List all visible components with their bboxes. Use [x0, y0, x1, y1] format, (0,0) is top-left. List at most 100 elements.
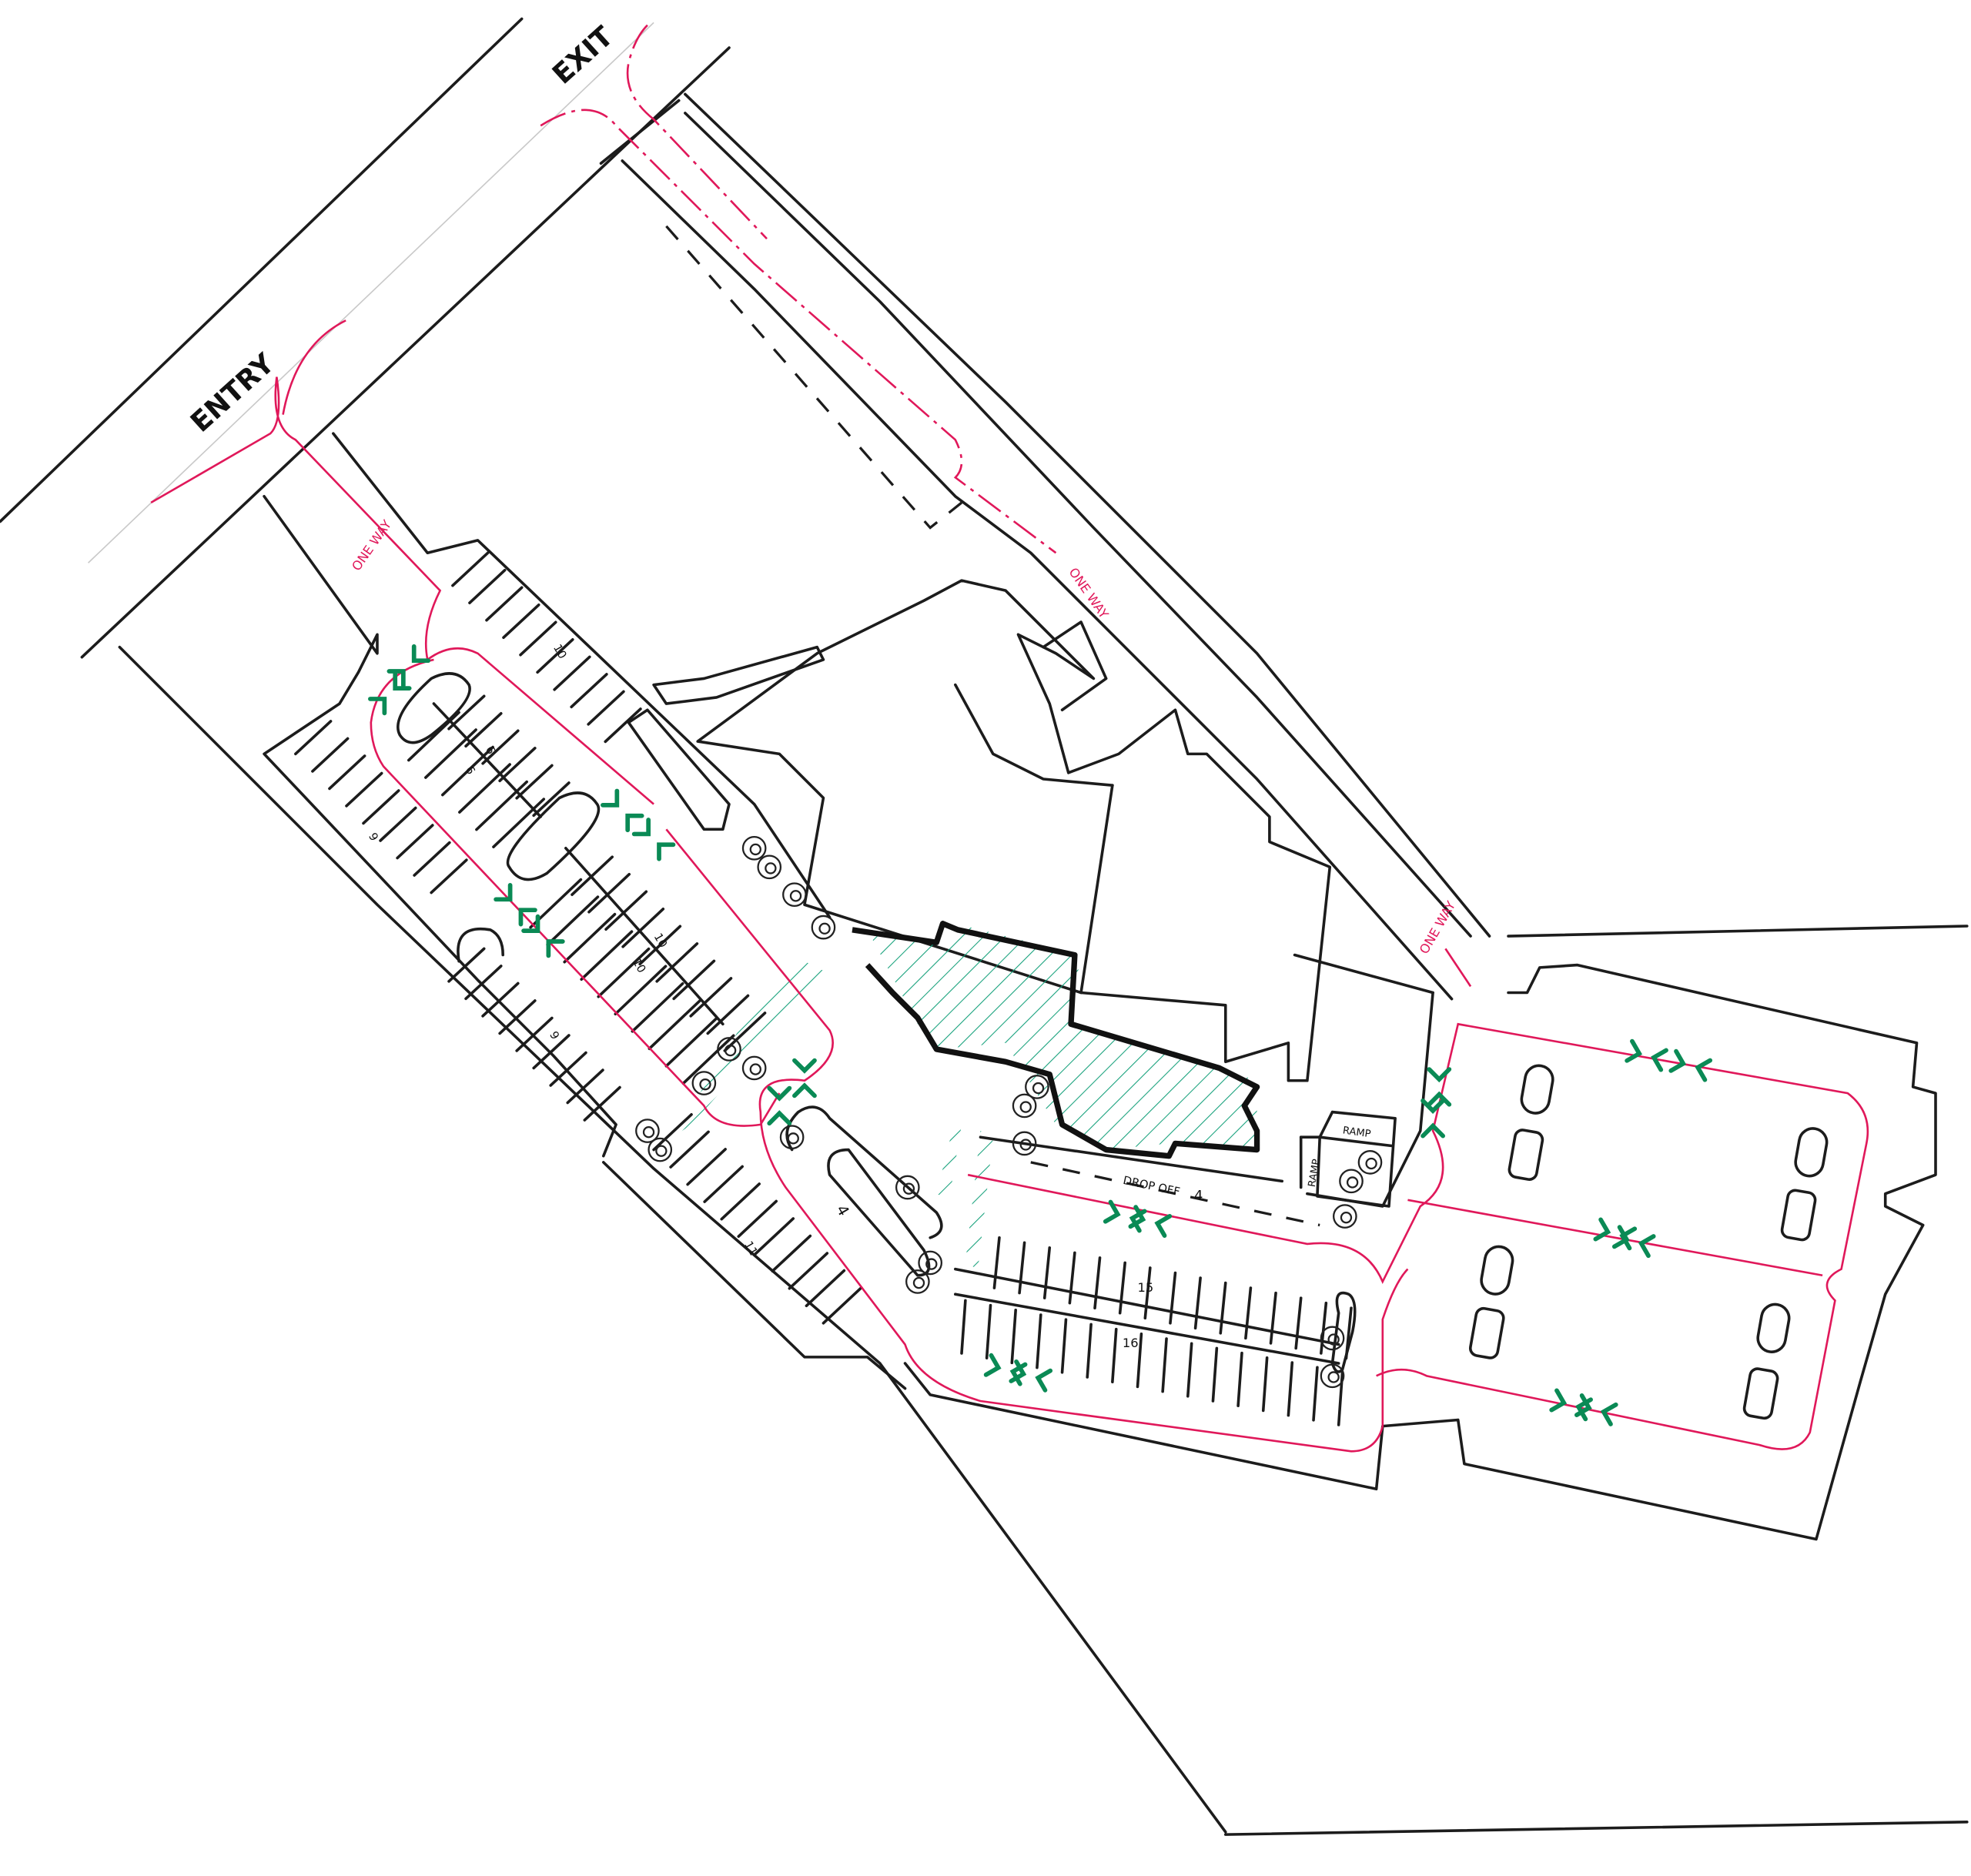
tree-icon	[642, 1126, 655, 1139]
street	[0, 17, 731, 659]
stall-line	[1269, 1291, 1277, 1345]
stall-line	[992, 1236, 1001, 1289]
tree-icon	[912, 1276, 925, 1289]
stall-line	[1344, 1306, 1353, 1360]
stall-line	[451, 551, 490, 587]
stall-line	[413, 841, 451, 877]
stall-line	[485, 586, 524, 622]
stall-line	[664, 1017, 718, 1068]
ramp-label-2: RAMP	[1307, 1158, 1323, 1188]
tree-icon	[749, 1063, 761, 1075]
stall-line	[424, 728, 477, 779]
stall-line	[447, 947, 486, 983]
tree-icon	[724, 1044, 737, 1057]
stall-line	[498, 999, 537, 1035]
chevron-icon	[387, 644, 431, 688]
stall-line	[1211, 1346, 1219, 1403]
stall-line	[960, 1299, 967, 1355]
crosswalk-arrow-icon	[387, 644, 431, 688]
stall-line	[515, 1016, 554, 1052]
stall-line	[362, 789, 400, 825]
stall-line	[686, 1148, 727, 1186]
stall-line	[597, 947, 651, 998]
tree-icon	[895, 1175, 920, 1200]
stall-line	[1086, 1323, 1093, 1379]
stall-line	[502, 603, 540, 640]
stall-line	[553, 655, 591, 691]
stall-line	[546, 895, 600, 946]
tree-icon	[1327, 1333, 1340, 1346]
stall-line	[311, 737, 350, 773]
stall-line	[1320, 1301, 1328, 1355]
stall-line	[822, 1286, 863, 1325]
stall-line	[604, 890, 648, 931]
tree-icon	[925, 1258, 938, 1270]
stall-line	[519, 620, 557, 657]
crosswalk-arrow-icon	[601, 788, 644, 833]
stall-line	[481, 729, 520, 765]
exit-drive	[599, 99, 1472, 1001]
stall-count: 6	[463, 764, 477, 777]
stall-line	[532, 1034, 571, 1070]
chevron-icon	[767, 1085, 792, 1126]
stall-line	[532, 781, 571, 818]
stall-line	[1143, 1266, 1152, 1320]
tree-icon	[1025, 1075, 1049, 1099]
stall-count: 4	[832, 1202, 852, 1219]
tree-icon	[902, 1182, 915, 1195]
stall-line	[379, 806, 417, 842]
crosswalk-arrow-icon	[521, 914, 565, 958]
crosswalk-arrow-icon	[1611, 1225, 1656, 1259]
stall-line	[1186, 1342, 1193, 1398]
chevron-icon	[792, 1058, 817, 1099]
building	[627, 579, 1434, 1208]
stall-line	[1042, 1246, 1052, 1299]
stall-line	[587, 690, 625, 726]
stall-line	[1236, 1351, 1243, 1407]
stall-line	[468, 568, 507, 604]
drop-off-count: 4	[1194, 1188, 1203, 1204]
crosswalk-arrow-icon	[1128, 1205, 1173, 1238]
crosswalk-arrow-icon	[767, 1085, 792, 1126]
tree-icon	[717, 1037, 741, 1062]
stall-line	[1118, 1261, 1126, 1315]
tree-icon	[765, 862, 777, 874]
stall-count: 9	[547, 1029, 561, 1042]
tree-icon	[787, 1132, 799, 1145]
stall-line	[669, 1130, 710, 1169]
tree-icon	[905, 1269, 930, 1294]
stall-line	[563, 912, 617, 964]
labels: ENTRY EXIT ONE WAY ONE WAY ONE WAY DROP …	[185, 21, 1458, 1350]
drop-off-islands	[1468, 1064, 1829, 1420]
tree-icon	[1032, 1082, 1045, 1095]
stall-line	[652, 1113, 693, 1152]
chevron-icon	[1009, 1359, 1053, 1393]
stall-line	[1261, 1356, 1269, 1413]
tree-icon	[789, 890, 802, 902]
stall-line	[689, 977, 733, 1018]
tree-icon	[1320, 1326, 1345, 1351]
traffic-flow-lines	[150, 24, 1869, 1453]
stall-line	[536, 638, 574, 674]
stall-line	[1018, 1241, 1026, 1295]
exit-label: EXIT	[547, 21, 620, 91]
stall-line	[475, 780, 529, 831]
stall-line	[655, 942, 699, 983]
stall-line	[1244, 1286, 1253, 1340]
stall-line	[737, 1199, 778, 1238]
tree-icon	[699, 1078, 711, 1091]
chevron-icon	[1427, 1067, 1452, 1107]
crosswalk-arrow-icon	[631, 818, 676, 861]
tree-icon	[749, 843, 761, 856]
chevron-icon	[631, 818, 676, 861]
tree-icon	[782, 882, 807, 908]
stall-line	[985, 1303, 992, 1359]
tree-icon	[655, 1145, 668, 1157]
stall-line	[498, 747, 537, 783]
stall-line	[328, 754, 366, 791]
chevron-icon	[368, 671, 412, 716]
stall-line	[614, 965, 668, 1016]
stall-line	[492, 798, 546, 848]
stall-count: 9	[366, 831, 380, 844]
